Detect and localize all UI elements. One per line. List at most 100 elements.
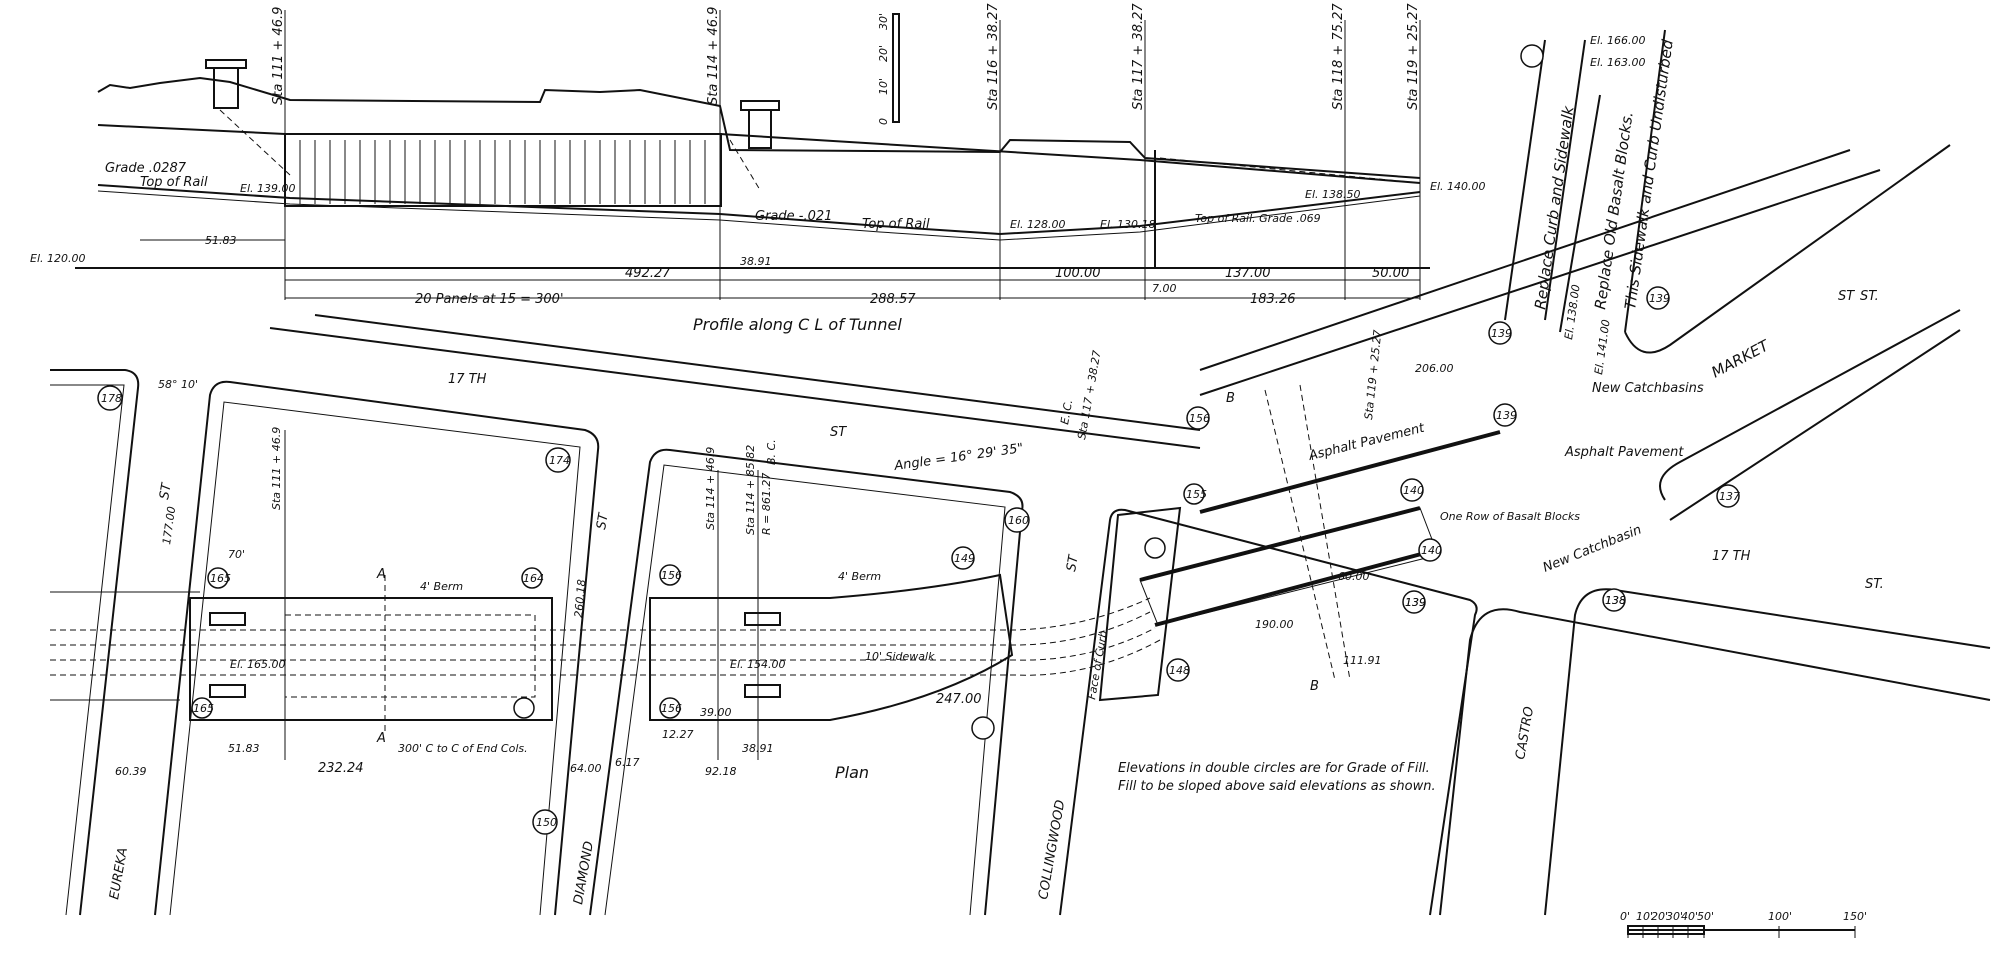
street-st-5: ST [1838, 289, 1855, 304]
plan-track-centerline-1 [50, 597, 1151, 631]
plan-elev-box-3 [744, 612, 781, 626]
circ-text-178: 178 [101, 392, 122, 405]
circle-160 [1004, 507, 1030, 533]
plan-basalt-band-1 [1199, 430, 1501, 514]
plan-ec-label: E. C. [1058, 399, 1075, 426]
circle-168 [1520, 44, 1544, 68]
plan-replace-curb-line-2 [1544, 39, 1586, 321]
plan-elev-box-2 [209, 684, 246, 698]
circle-150 [532, 809, 558, 835]
plan-block-eureka-diamond [154, 380, 600, 916]
circle-139a [1493, 403, 1517, 427]
street-st-6: ST. [1860, 289, 1879, 304]
plan-note-text: Elevations in double circles are for Gra… [1118, 761, 1430, 776]
plan-elev-box-4 [744, 684, 781, 698]
plan-el-154: El. 154.00 [730, 658, 786, 671]
circ-text-137: 137 [1719, 490, 1740, 503]
plan-note: Elevations in double circles are for Gra… [1118, 761, 1436, 794]
circle-155 [1183, 483, 1205, 505]
scale-0: 0' [1620, 910, 1630, 923]
profile-top-of-rail-2: Top of Rail [862, 217, 930, 232]
plan-tunnel-box-2 [649, 573, 1014, 721]
circle-137 [1716, 484, 1740, 508]
plan-angle: Angle = 16° 29' 35" [892, 441, 1024, 474]
plan-tunnel-box-1 [189, 597, 553, 721]
note-replace-curb: Replace Curb and Sidewalk [1531, 104, 1578, 311]
circle-140a [1400, 478, 1424, 502]
profile-dim-137: 137.00 [1225, 266, 1271, 281]
circle-148 [1166, 658, 1190, 682]
circle-156d [1186, 406, 1210, 430]
profile-panel-ribs [299, 140, 706, 204]
plan-el-165: El. 165.00 [230, 658, 286, 671]
plan-17th-north-line-2 [314, 314, 1201, 431]
profile-station-5: Sta 118 + 75.27 [1331, 3, 1346, 110]
profile-scale-0: 0 [877, 118, 890, 125]
scale-50: 50' [1697, 910, 1714, 923]
profile-scale-10: 10' [877, 78, 890, 95]
circle-149a [951, 546, 975, 570]
plan-market-north [1559, 29, 1666, 333]
circ-text-139b: 139 [1405, 596, 1426, 609]
profile-dim-38: 38.91 [740, 255, 772, 268]
circ-text-174: 174 [549, 454, 570, 467]
plan-scale-bar [1627, 925, 1856, 938]
profile-dim-492: 492.27 [625, 266, 671, 281]
plan-bc-label: B. C. [765, 439, 778, 465]
circle-156b [659, 564, 681, 586]
plan-market-diag-1 [1199, 149, 1851, 371]
profile-title: Profile along C L of Tunnel [693, 315, 902, 334]
street-st-3: ST [594, 511, 612, 531]
scale-30: 30' [1666, 910, 1683, 923]
plan-block-west-inner [50, 384, 125, 916]
plan-radius-label: R = 861.27 [760, 473, 773, 535]
profile-vent-2-cap [740, 100, 780, 111]
plan-berm-1: 4' Berm [420, 580, 463, 593]
profile-station-6: Sta 119 + 25.27 [1406, 3, 1421, 110]
street-eureka: EUREKA [107, 846, 131, 900]
profile-dim-183: 183.26 [1250, 292, 1296, 307]
street-st-4: ST [1064, 553, 1082, 573]
profile-vertical-scale [892, 13, 900, 123]
scale-10: 10' [1636, 910, 1653, 923]
plan-dim-60: 60.00 [1338, 570, 1370, 583]
profile-station-3: Sta 116 + 38.27 [986, 3, 1001, 110]
profile-station-1: Sta 111 + 46.9 [271, 7, 286, 105]
circ-text-138: 138 [1605, 594, 1626, 607]
profile-ground-line [97, 76, 1421, 179]
scale-20: 20' [1651, 910, 1668, 923]
plan-basalt-band-3 [1154, 551, 1426, 627]
plan-dim-247: 247.00 [936, 692, 982, 707]
plan-basalt: One Row of Basalt Blocks [1440, 510, 1580, 523]
circ-text-150: 150 [536, 816, 557, 829]
plan-track-centerline-2 [50, 611, 1151, 646]
circle-138a [1602, 588, 1626, 612]
circle-149c [1144, 537, 1166, 559]
plan-circles [97, 44, 1740, 835]
profile-grade-3: Top of Rail. Grade .069 [1195, 212, 1321, 225]
plan-track-centerline-3 [50, 627, 1156, 661]
circ-text-149: 149 [954, 552, 975, 565]
circ-text-139a: 139 [1496, 409, 1517, 422]
plan-sta-119-label: Sta 119 + 25.27 [1362, 329, 1384, 420]
plan-catchbasins: New Catchbasins [1592, 381, 1704, 396]
circ-text-156: 156 [1189, 412, 1210, 425]
scale-100: 100' [1768, 910, 1792, 923]
plan-block-west [50, 369, 140, 916]
profile-elev-4: El. 130.18 [1100, 218, 1156, 231]
profile-top-of-rail-1: Top of Rail [140, 175, 208, 190]
circle-156c [659, 697, 681, 719]
profile-elev-5: El. 138.50 [1305, 188, 1361, 201]
circle-149b [971, 716, 995, 740]
plan-market-diag-2 [1199, 169, 1881, 396]
note-el-138: El. 138.00 [1562, 284, 1583, 341]
plan-block-collingwood-castro [1059, 508, 1478, 916]
profile-top-of-rail [97, 184, 1421, 236]
street-17th-2: 17 TH [1712, 549, 1751, 564]
profile-dim-51: 51.83 [205, 234, 237, 247]
plan-castro-east [1544, 588, 1991, 916]
circ-text-138b: 138 [1605, 594, 1626, 607]
plan-sta-114-label: Sta 114 + 46.9 [704, 447, 717, 530]
plan-castro-curb [1439, 608, 1991, 916]
profile-station-2: Sta 114 + 46.9 [706, 7, 721, 105]
